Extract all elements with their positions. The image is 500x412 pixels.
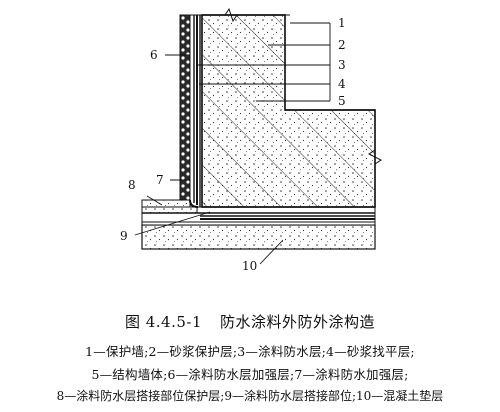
callout-3: 3 <box>338 58 346 72</box>
concrete-cushion <box>141 224 376 250</box>
callout-7: 7 <box>156 173 164 187</box>
callout-4: 4 <box>338 77 346 91</box>
callout-5: 5 <box>338 94 346 108</box>
callout-labels: 1 2 3 4 5 6 7 8 9 10 <box>120 16 346 273</box>
structural-wall <box>201 14 376 208</box>
callout-2: 2 <box>338 38 346 52</box>
callout-6: 6 <box>150 48 158 62</box>
legend-line-1: 1—保护墙;2—砂浆保护层;3—涂料防水层;4—砂浆找平层; <box>85 344 415 359</box>
callout-9: 9 <box>120 229 128 243</box>
callout-10: 10 <box>242 259 257 273</box>
break-lines <box>180 7 382 210</box>
overlap-protection-layer <box>141 199 198 214</box>
callout-8: 8 <box>128 178 136 192</box>
leader-lines <box>134 22 331 265</box>
legend-line-2: 5—结构墙体;6—涂料防水层加强层;7—涂料防水加强层; <box>91 367 409 382</box>
figure-title: 防水涂料外防外涂构造 <box>220 313 376 331</box>
figure-number: 图 4.4.5-1 <box>124 313 203 331</box>
legend-line-3: 8—涂料防水层搭接部位保护层;9—涂料防水层搭接部位;10—混凝土垫层 <box>56 389 444 403</box>
callout-1: 1 <box>338 16 346 30</box>
figure-caption: 图 4.4.5-1 防水涂料外防外涂构造 <box>0 311 500 332</box>
protective-wall <box>179 14 191 201</box>
construction-diagram: 1 2 3 4 5 6 7 8 9 10 <box>120 7 382 273</box>
vertical-coating-layers <box>189 14 203 208</box>
